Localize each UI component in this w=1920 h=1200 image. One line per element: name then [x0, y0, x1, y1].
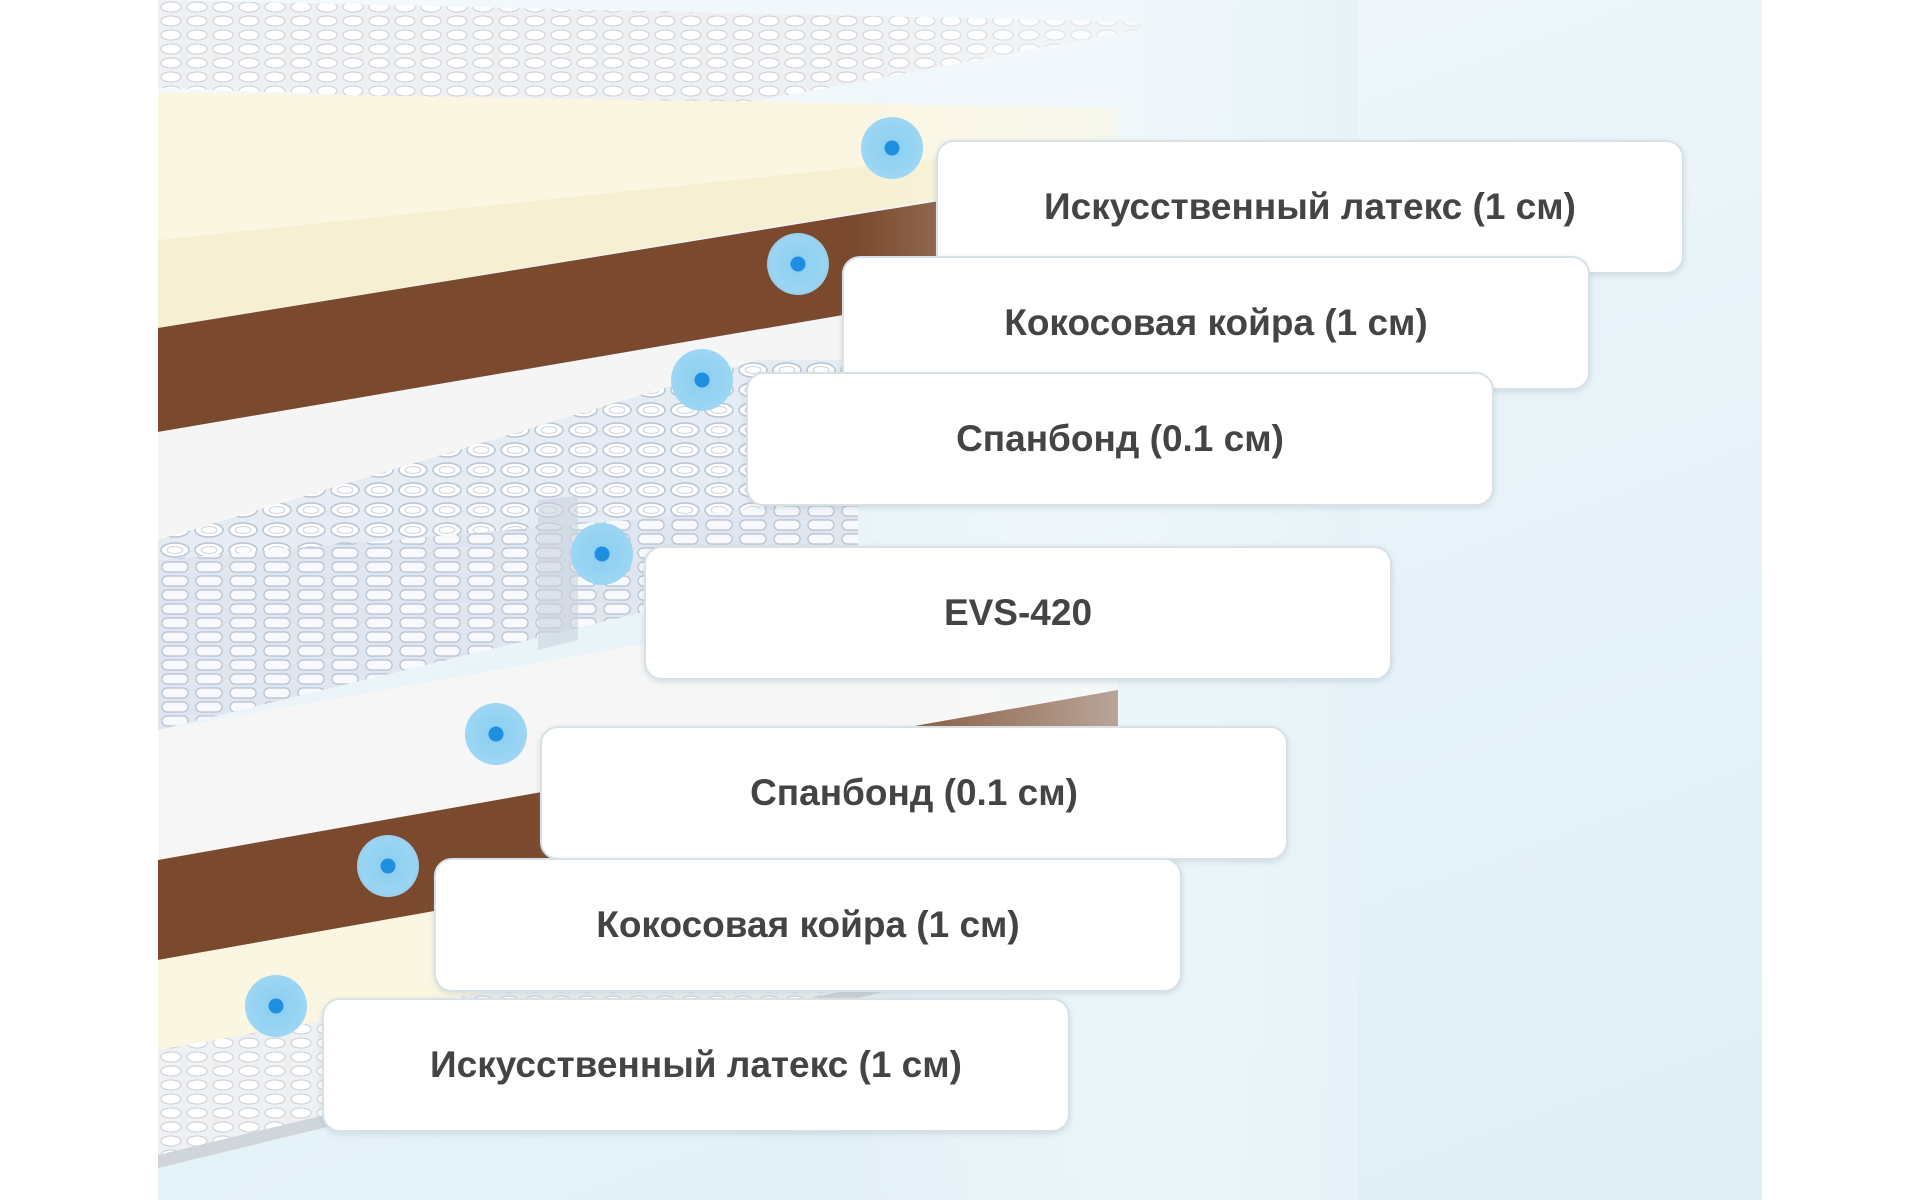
layer-label-bottom-latex: Искусственный латекс (1 см)	[322, 998, 1070, 1132]
marker-dot-icon	[245, 975, 307, 1037]
layer-label-bottom-coir: Кокосовая койра (1 см)	[434, 858, 1182, 992]
layer-label-top-latex: Искусственный латекс (1 см)	[936, 140, 1684, 274]
layer-label-top-coir: Кокосовая койра (1 см)	[842, 256, 1590, 390]
marker-dot-icon	[465, 703, 527, 765]
marker-dot-icon	[671, 349, 733, 411]
marker-dot-icon	[861, 117, 923, 179]
marker-dot-icon	[571, 523, 633, 585]
layer-label-top-spunbond: Спанбонд (0.1 см)	[746, 372, 1494, 506]
mattress-layers-illustration: Искусственный латекс (1 см) Кокосовая ко…	[158, 0, 1762, 1200]
layer-label-springs: EVS-420	[644, 546, 1392, 680]
marker-dot-icon	[357, 835, 419, 897]
marker-dot-icon	[767, 233, 829, 295]
layer-label-bottom-spunbond: Спанбонд (0.1 см)	[540, 726, 1288, 860]
spring-block	[158, 360, 858, 560]
